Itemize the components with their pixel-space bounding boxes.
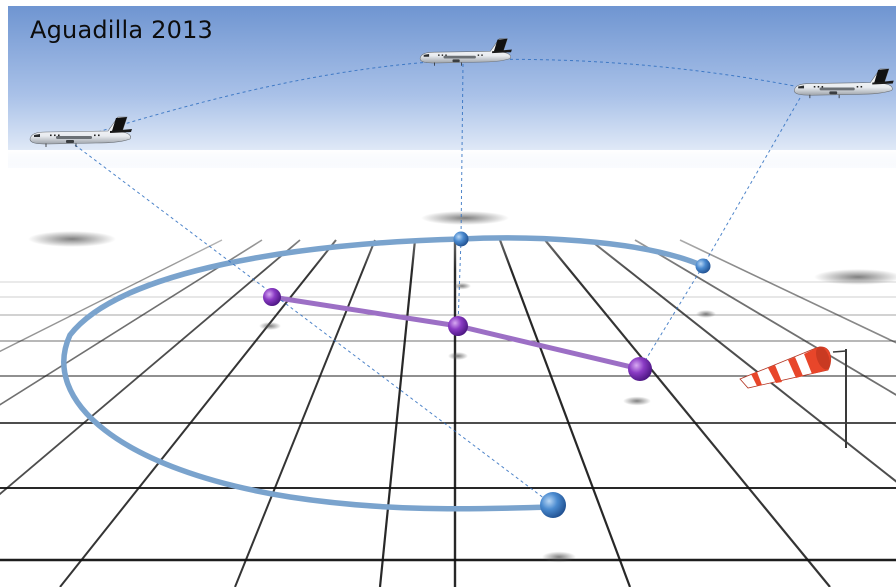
wind-marker (628, 357, 652, 381)
marker-shadow (696, 310, 716, 318)
diagram-title: Aguadilla 2013 (30, 16, 214, 44)
sightline (457, 238, 462, 327)
marker-shadow (453, 282, 471, 290)
aircraft-shadow (421, 211, 509, 225)
distance-fade (0, 180, 896, 270)
marker-shadow (448, 352, 468, 360)
ground-shadows (28, 211, 896, 563)
circle-markers (453, 231, 711, 518)
wind-marker (448, 316, 468, 336)
sightline (702, 97, 801, 267)
circle-marker (695, 258, 711, 274)
marker-shadow (542, 551, 576, 563)
circular-flight-path (61, 235, 706, 512)
wind-marker (263, 288, 281, 306)
windsock-icon (739, 346, 847, 448)
sightline (74, 144, 554, 506)
marker-shadow (259, 322, 281, 330)
sightline (460, 63, 464, 240)
aircraft-shadow (28, 231, 116, 247)
marker-shadow (623, 396, 651, 406)
sky-band (8, 6, 896, 168)
circle-marker (540, 492, 566, 518)
sightline (639, 265, 704, 370)
wind-markers (263, 288, 652, 381)
circle-marker (453, 231, 469, 247)
aircraft-shadow (814, 269, 896, 285)
